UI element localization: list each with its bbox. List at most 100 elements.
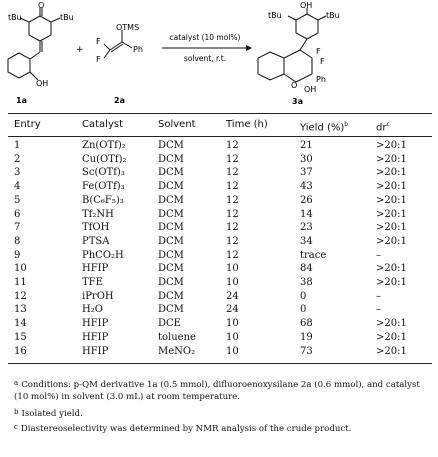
atom-otms: OTMS (116, 23, 139, 32)
cell-dr: >20:1 (376, 235, 407, 247)
product-3a-structure (257, 8, 327, 83)
cell-yield: 26 (300, 194, 313, 206)
cell-yield: 0 (300, 290, 307, 302)
cell-yield: 19 (300, 331, 313, 343)
cell-time: 12 (226, 181, 239, 193)
cell-dr: >20:1 (376, 181, 407, 193)
cell-solvent: DCM (158, 263, 184, 275)
table-header-rule (8, 136, 432, 137)
cell-dr: >20:1 (376, 153, 407, 165)
arrow-head-icon (246, 45, 252, 51)
cell-catalyst: TFE (82, 277, 103, 288)
header-time: Time (h) (226, 119, 268, 130)
cell-entry: 9 (14, 249, 21, 261)
cell-time: 10 (226, 331, 239, 343)
atom-tbu-3a-left: tBu (268, 11, 282, 20)
cell-catalyst: HFIP (82, 331, 109, 343)
cell-catalyst: iPrOH (82, 290, 114, 302)
cell-dr: >20:1 (376, 263, 407, 275)
cell-time: 10 (226, 277, 239, 288)
cell-solvent: DCM (158, 277, 184, 288)
cell-solvent: DCM (158, 304, 184, 316)
cell-catalyst: Fe(OTf)₃ (82, 181, 125, 193)
atom-tbu-right: tBu (60, 13, 74, 22)
cell-solvent: DCM (158, 140, 184, 151)
cell-time: 12 (226, 140, 239, 151)
cell-yield: 68 (300, 318, 313, 330)
cell-solvent: DCM (158, 235, 184, 247)
cell-time: 24 (226, 304, 239, 316)
cell-catalyst: PTSA (82, 235, 110, 247)
cell-dr: – (376, 249, 381, 261)
cell-entry: 2 (14, 153, 21, 165)
cell-solvent: DCM (158, 181, 184, 193)
cell-time: 10 (226, 263, 239, 275)
cell-entry: 14 (14, 318, 27, 330)
header-solvent: Solvent (158, 119, 196, 130)
atom-o: O (38, 1, 44, 10)
atom-f-2a-top: F (96, 37, 101, 46)
header-entry: Entry (14, 119, 41, 130)
cell-solvent: DCM (158, 222, 184, 234)
atom-o-3a: O (291, 81, 297, 90)
cell-solvent: DCM (158, 249, 184, 261)
cell-solvent: DCM (158, 167, 184, 179)
cell-yield: 37 (300, 167, 313, 179)
cell-entry: 10 (14, 263, 27, 275)
atom-tbu-3a-right: tBu (326, 11, 340, 20)
atom-f-2a-bottom: F (96, 55, 101, 64)
cell-catalyst: TfOH (82, 222, 110, 234)
cell-catalyst: HFIP (82, 263, 109, 275)
cell-yield: 21 (300, 140, 313, 151)
atom-ph-2a: Ph (133, 45, 143, 54)
cell-yield: 0 (300, 304, 307, 316)
cell-yield: 14 (300, 208, 313, 220)
cell-dr: – (376, 304, 381, 316)
cell-yield: 43 (300, 181, 313, 193)
cell-solvent: DCM (158, 208, 184, 220)
cell-solvent: toluene (158, 331, 196, 343)
cell-dr: >20:1 (376, 208, 407, 220)
cell-yield: trace (300, 249, 327, 261)
arrow-condition-top: catalyst (10 mol%) (170, 33, 241, 42)
header-dr: drc (376, 121, 390, 134)
atom-f-3a-b: F (320, 57, 325, 66)
cell-entry: 6 (14, 208, 21, 220)
reactant-1a-structure (7, 8, 61, 81)
cell-yield: 84 (300, 263, 313, 275)
cell-catalyst: Sc(OTf)₃ (82, 167, 125, 179)
cell-solvent: MeNO₂ (158, 345, 196, 357)
cell-time: 12 (226, 153, 239, 165)
cell-yield: 23 (300, 222, 313, 234)
cell-time: 12 (226, 167, 239, 179)
cell-entry: 1 (14, 140, 21, 151)
cell-entry: 4 (14, 181, 21, 193)
cell-dr: >20:1 (376, 331, 407, 343)
cell-time: 10 (226, 318, 239, 330)
cell-dr: >20:1 (376, 318, 407, 330)
cell-entry: 16 (14, 345, 27, 357)
cell-entry: 3 (14, 167, 21, 179)
cell-dr: >20:1 (376, 345, 407, 357)
cell-yield: 73 (300, 345, 313, 357)
cell-catalyst: Cu(OTf)₂ (82, 153, 127, 165)
cell-yield: 30 (300, 153, 313, 165)
cell-time: 10 (226, 345, 239, 357)
cell-solvent: DCM (158, 194, 184, 206)
cell-yield: 34 (300, 235, 313, 247)
cell-dr: >20:1 (376, 140, 407, 151)
cell-dr: >20:1 (376, 167, 407, 179)
cell-time: 12 (226, 194, 239, 206)
cell-solvent: DCE (158, 318, 181, 330)
cell-time: 12 (226, 249, 239, 261)
atom-f-3a-a: F (316, 47, 321, 56)
reactant-2a-structure (103, 30, 133, 59)
atom-ph-3a: Ph (316, 75, 326, 84)
atom-oh-3a: OH (304, 85, 316, 94)
cell-catalyst: PhCO₂H (82, 249, 124, 261)
cell-solvent: DCM (158, 153, 184, 165)
cell-catalyst: HFIP (82, 318, 109, 330)
cell-catalyst: B(C₆F₅)₃ (82, 194, 124, 206)
